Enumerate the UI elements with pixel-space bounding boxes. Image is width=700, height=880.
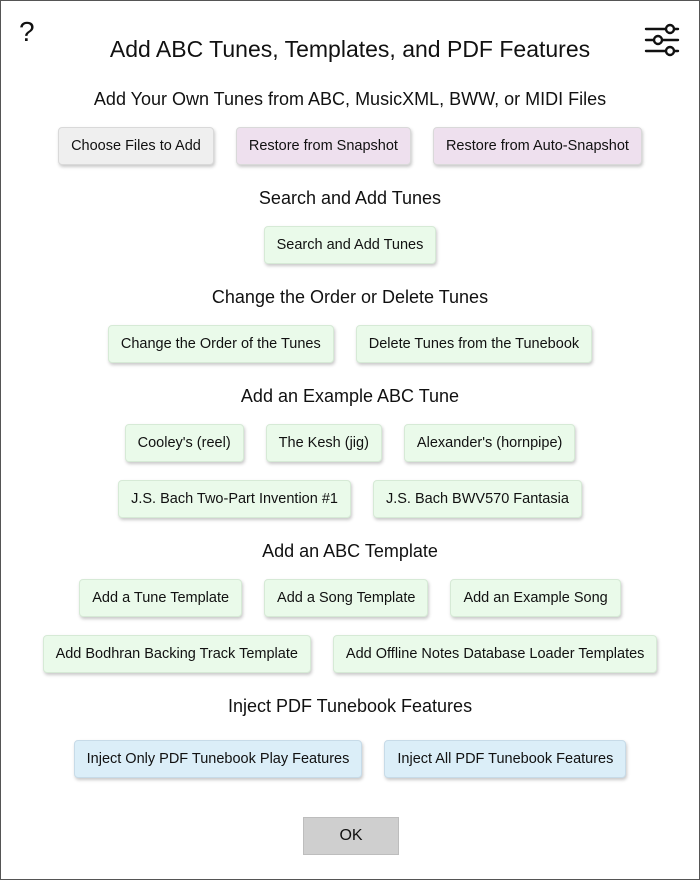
add-example-song-button[interactable]: Add an Example Song: [450, 579, 621, 617]
template-row-1: Add a Tune Template Add a Song Template …: [1, 579, 699, 617]
bach-bwv570-button[interactable]: J.S. Bach BWV570 Fantasia: [372, 480, 582, 518]
dialog-title: Add ABC Tunes, Templates, and PDF Featur…: [109, 36, 591, 62]
search-row: Search and Add Tunes: [1, 226, 699, 264]
section-title-order: Change the Order or Delete Tunes: [211, 287, 489, 307]
section-title-pdf: Inject PDF Tunebook Features: [227, 696, 473, 716]
restore-auto-snapshot-button[interactable]: Restore from Auto-Snapshot: [432, 127, 642, 165]
alexanders-hornpipe-button[interactable]: Alexander's (hornpipe): [403, 424, 576, 462]
section-title-search: Search and Add Tunes: [258, 188, 442, 208]
section-title-template: Add an ABC Template: [262, 541, 438, 561]
add-offline-notes-template-button[interactable]: Add Offline Notes Database Loader Templa…: [332, 635, 658, 673]
section-title-add-files: Add Your Own Tunes from ABC, MusicXML, B…: [93, 89, 607, 109]
choose-files-button[interactable]: Choose Files to Add: [58, 127, 214, 165]
section-title-example-tune: Add an Example ABC Tune: [240, 386, 460, 406]
inject-all-features-button[interactable]: Inject All PDF Tunebook Features: [384, 740, 627, 778]
add-bodhran-template-button[interactable]: Add Bodhran Backing Track Template: [42, 635, 311, 673]
ok-button[interactable]: OK: [303, 817, 399, 855]
inject-play-features-button[interactable]: Inject Only PDF Tunebook Play Features: [73, 740, 363, 778]
delete-tunes-button[interactable]: Delete Tunes from the Tunebook: [355, 325, 593, 363]
sliders-icon[interactable]: [644, 23, 680, 57]
restore-snapshot-button[interactable]: Restore from Snapshot: [235, 127, 411, 165]
search-and-add-tunes-button[interactable]: Search and Add Tunes: [263, 226, 437, 264]
example-tune-row-2: J.S. Bach Two-Part Invention #1 J.S. Bac…: [1, 480, 699, 518]
add-song-template-button[interactable]: Add a Song Template: [264, 579, 429, 617]
template-row-2: Add Bodhran Backing Track Template Add O…: [1, 635, 699, 673]
change-order-button[interactable]: Change the Order of the Tunes: [107, 325, 334, 363]
pdf-row: Inject Only PDF Tunebook Play Features I…: [1, 740, 699, 778]
add-tune-template-button[interactable]: Add a Tune Template: [79, 579, 243, 617]
help-icon[interactable]: ?: [19, 16, 35, 47]
example-tune-row-1: Cooley's (reel) The Kesh (jig) Alexander…: [1, 424, 699, 462]
the-kesh-jig-button[interactable]: The Kesh (jig): [265, 424, 382, 462]
cooleys-reel-button[interactable]: Cooley's (reel): [124, 424, 244, 462]
order-row: Change the Order of the Tunes Delete Tun…: [1, 325, 699, 363]
add-files-row: Choose Files to Add Restore from Snapsho…: [1, 127, 699, 165]
bach-invention-button[interactable]: J.S. Bach Two-Part Invention #1: [118, 480, 351, 518]
